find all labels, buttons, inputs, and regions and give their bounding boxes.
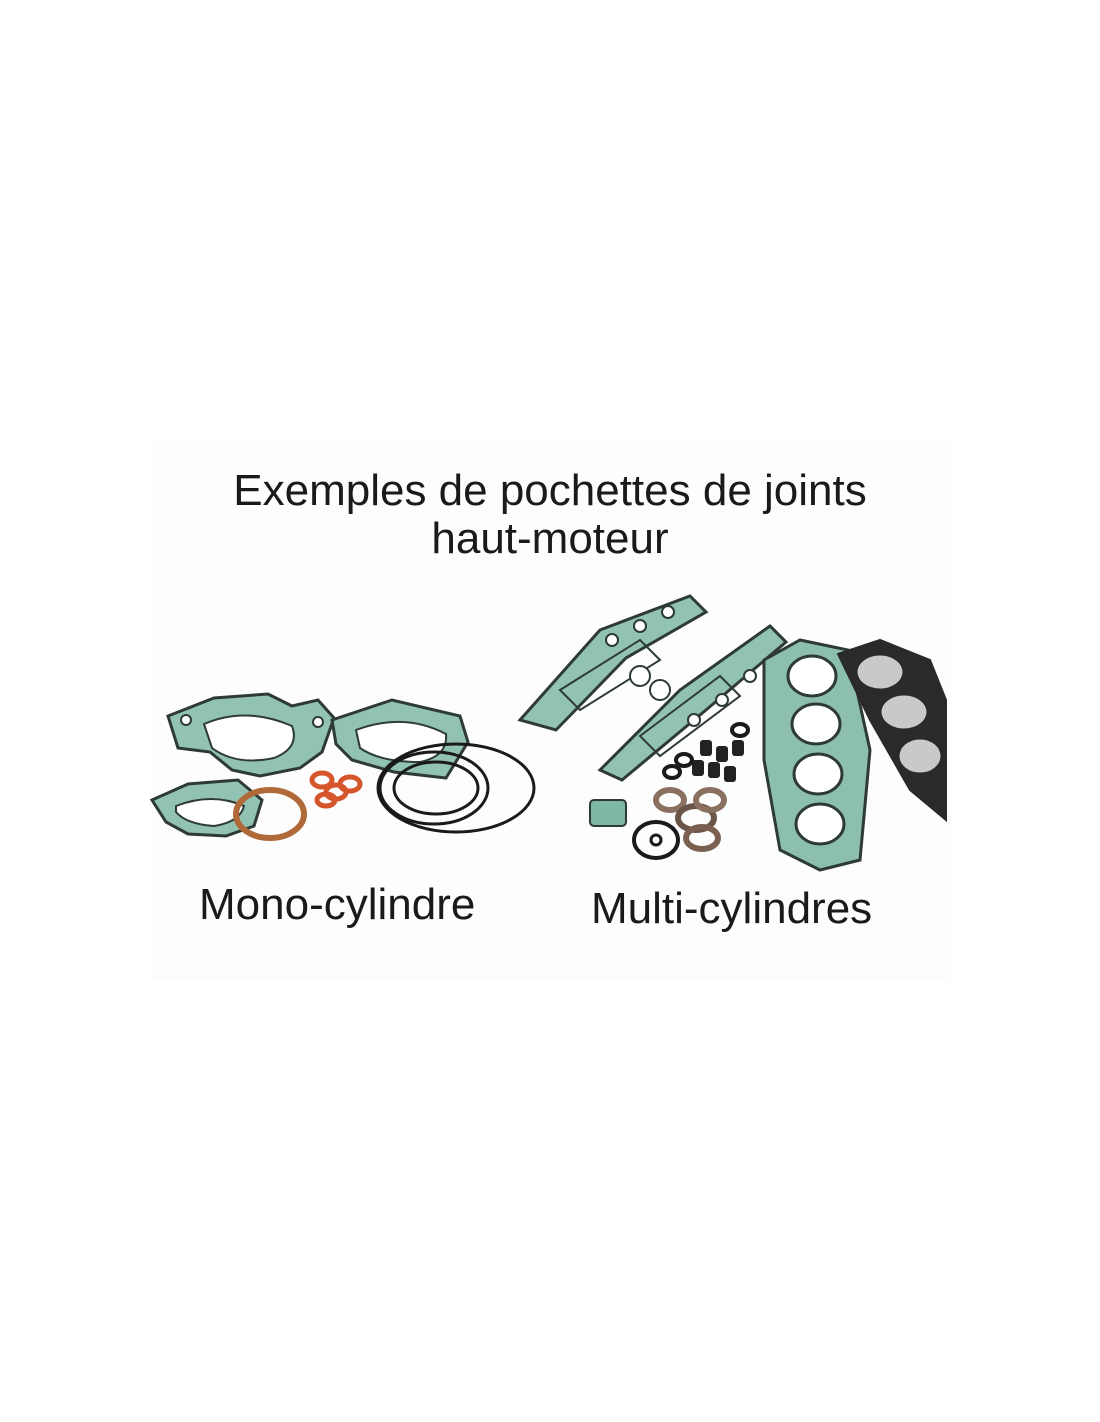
multi-cylinder-caption: Multi-cylindres — [591, 884, 873, 933]
mono-cylinder-caption: Mono-cylindre — [199, 880, 476, 929]
small-gasket — [589, 799, 627, 827]
mono-cylinder-kit — [149, 692, 536, 841]
metal-rings — [653, 787, 727, 852]
oil-ring — [632, 820, 680, 860]
gasket-holes — [605, 605, 757, 727]
valve-seals — [692, 740, 744, 782]
orange-washers — [309, 770, 363, 809]
heading-line-2: haut-moteur — [431, 514, 669, 563]
small-o-rings — [662, 722, 750, 780]
black-o-rings — [376, 742, 536, 834]
heading-line-1: Exemples de pochettes de joints — [233, 466, 867, 515]
copper-ring — [233, 787, 307, 841]
multi-cylinder-kit — [517, 594, 947, 872]
